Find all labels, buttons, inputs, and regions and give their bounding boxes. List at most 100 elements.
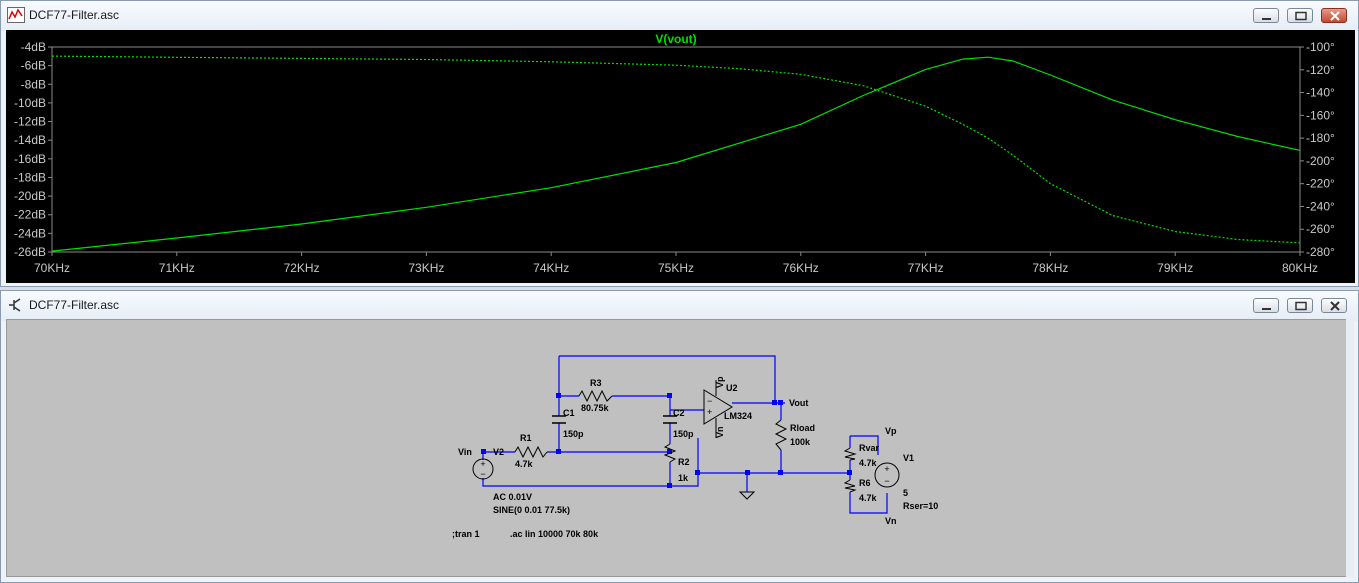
- label-rload-value[interactable]: 100k: [790, 437, 811, 447]
- vertical-scrollbar[interactable]: [1346, 319, 1354, 577]
- maximize-icon: [1295, 301, 1307, 311]
- schematic-icon: [9, 298, 21, 312]
- label-rload[interactable]: Rload: [790, 423, 815, 433]
- y-right-tick-label: -220°: [1306, 177, 1335, 191]
- label-r1[interactable]: R1: [520, 433, 532, 443]
- directive-ac[interactable]: .ac lin 10000 70k 80k: [510, 529, 599, 539]
- x-tick-label: 72KHz: [284, 261, 320, 275]
- x-tick-label: 74KHz: [533, 261, 569, 275]
- close-icon: [1330, 301, 1340, 311]
- y-left-tick-label: -24dB: [14, 226, 46, 240]
- svg-text:+: +: [707, 407, 712, 417]
- directive-tran[interactable]: ;tran 1: [452, 529, 480, 539]
- label-v2[interactable]: V2: [493, 447, 504, 457]
- rload-resistor-icon[interactable]: [774, 419, 788, 451]
- maximize-icon: [1295, 11, 1307, 21]
- y-right-tick-label: -120°: [1306, 63, 1335, 77]
- label-r3[interactable]: R3: [590, 378, 602, 388]
- label-vout[interactable]: Vout: [789, 398, 808, 408]
- label-sine[interactable]: SINE(0 0.01 77.5k): [493, 505, 570, 515]
- y-right-tick-label: -260°: [1306, 222, 1335, 236]
- y-left-tick-label: -12dB: [14, 115, 46, 129]
- svg-text:−: −: [480, 469, 485, 479]
- svg-text:−: −: [707, 396, 712, 406]
- label-v1-value[interactable]: 5: [903, 488, 908, 498]
- label-vp-opamp[interactable]: Vp: [715, 376, 725, 388]
- label-rvar[interactable]: Rvar: [859, 443, 880, 453]
- v1-source-icon[interactable]: + −: [874, 462, 900, 488]
- maximize-button[interactable]: [1287, 8, 1313, 23]
- y-left-tick-label: -26dB: [14, 245, 46, 259]
- label-r6-value[interactable]: 4.7k: [859, 493, 878, 503]
- y-left-tick-label: -6dB: [21, 59, 46, 73]
- r2-resistor-icon[interactable]: [663, 443, 677, 463]
- y-left-tick-label: -10dB: [14, 96, 46, 110]
- x-tick-label: 73KHz: [408, 261, 444, 275]
- opamp-u2-icon[interactable]: − +: [703, 380, 733, 438]
- c1-capacitor-icon[interactable]: [552, 415, 566, 424]
- label-r3-value[interactable]: 80.75k: [581, 403, 610, 413]
- r6-resistor-icon[interactable]: [843, 479, 857, 493]
- v2-source-icon[interactable]: + −: [472, 458, 494, 480]
- rvar-resistor-icon[interactable]: [843, 447, 857, 461]
- schematic-titlebar[interactable]: DCF77-Filter.asc: [1, 291, 1358, 321]
- close-icon: [1330, 11, 1340, 21]
- ground-icon[interactable]: [738, 491, 756, 500]
- minimize-button[interactable]: [1253, 8, 1279, 23]
- plot-frame: [51, 46, 1301, 253]
- minimize-icon: [1262, 18, 1271, 20]
- waveform-titlebar[interactable]: DCF77-Filter.asc: [1, 1, 1358, 31]
- x-tick-label: 80KHz: [1282, 261, 1318, 275]
- y-right-tick-label: -140°: [1306, 86, 1335, 100]
- y-left-tick-label: -8dB: [21, 77, 46, 91]
- waveform-window-title: DCF77-Filter.asc: [29, 8, 120, 22]
- label-vn-opamp[interactable]: Vn: [715, 426, 725, 438]
- label-vin[interactable]: Vin: [458, 447, 472, 457]
- minimize-button[interactable]: [1253, 298, 1279, 313]
- y-right-tick-label: -200°: [1306, 154, 1335, 168]
- x-tick-label: 75KHz: [658, 261, 694, 275]
- close-button[interactable]: [1321, 8, 1347, 23]
- magnitude-trace[interactable]: [51, 56, 1301, 252]
- schematic-window[interactable]: DCF77-Filter.asc: [0, 290, 1359, 583]
- maximize-button[interactable]: [1287, 298, 1313, 313]
- r3-resistor-icon[interactable]: [578, 389, 613, 403]
- label-vp-supply[interactable]: Vp: [885, 426, 897, 436]
- label-rvar-value[interactable]: 4.7k: [859, 458, 878, 468]
- close-button[interactable]: [1321, 298, 1347, 313]
- y-left-tick-label: -4dB: [21, 40, 46, 54]
- x-tick-label: 77KHz: [908, 261, 944, 275]
- label-ac[interactable]: AC 0.01V: [493, 492, 532, 502]
- phase-trace[interactable]: [51, 55, 1301, 244]
- c2-capacitor-icon[interactable]: [663, 415, 677, 424]
- label-c1[interactable]: C1: [563, 408, 575, 418]
- label-r2[interactable]: R2: [678, 457, 690, 467]
- y-left-tick-label: -22dB: [14, 208, 46, 222]
- r1-resistor-icon[interactable]: [514, 445, 548, 459]
- label-r6[interactable]: R6: [859, 478, 871, 488]
- y-right-tick-label: -100°: [1306, 40, 1335, 54]
- svg-text:+: +: [480, 459, 485, 469]
- label-c1-value[interactable]: 150p: [563, 429, 584, 439]
- y-right-tick-label: -180°: [1306, 131, 1335, 145]
- svg-text:+: +: [884, 464, 889, 474]
- x-tick-label: 70KHz: [34, 261, 70, 275]
- label-c2-value[interactable]: 150p: [673, 429, 694, 439]
- label-lm324[interactable]: LM324: [724, 411, 752, 421]
- label-rser[interactable]: Rser=10: [903, 501, 938, 511]
- label-u2[interactable]: U2: [726, 383, 738, 393]
- y-right-tick-label: -160°: [1306, 108, 1335, 122]
- y-left-tick-label: -18dB: [14, 170, 46, 184]
- y-left-tick-label: -16dB: [14, 152, 46, 166]
- trace-label[interactable]: V(vout): [655, 32, 696, 46]
- label-c2[interactable]: C2: [673, 408, 685, 418]
- label-v1[interactable]: V1: [903, 453, 914, 463]
- label-vn-supply[interactable]: Vn: [885, 516, 897, 526]
- label-r1-value[interactable]: 4.7k: [515, 459, 534, 469]
- label-r2-value[interactable]: 1k: [678, 473, 689, 483]
